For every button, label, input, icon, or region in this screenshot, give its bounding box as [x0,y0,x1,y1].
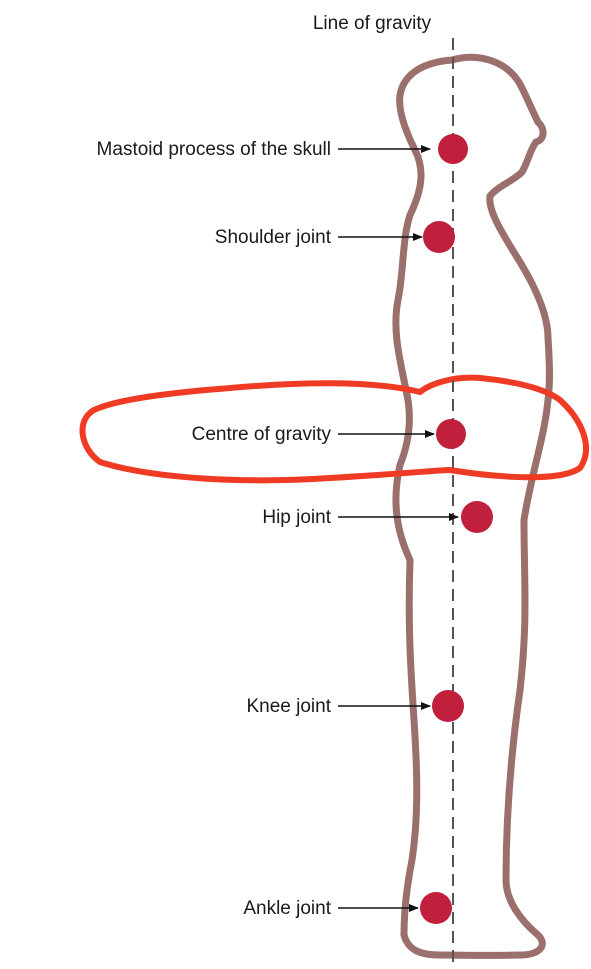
hip-label: Hip joint [262,507,331,528]
highlight-loop [83,378,587,481]
hip-marker [461,501,493,533]
shoulder-marker [423,221,455,253]
centre-of-gravity-marker [436,419,466,449]
shoulder-label: Shoulder joint [215,227,332,248]
ankle-marker [420,892,452,924]
knee-marker [432,690,464,722]
knee-label: Knee joint [246,696,331,717]
gravity-line-label: Line of gravity [313,13,432,34]
mastoid-marker [438,134,468,164]
centre-of-gravity-label: Centre of gravity [192,424,332,445]
mastoid-label: Mastoid process of the skull [97,139,331,160]
ankle-label: Ankle joint [243,898,331,919]
